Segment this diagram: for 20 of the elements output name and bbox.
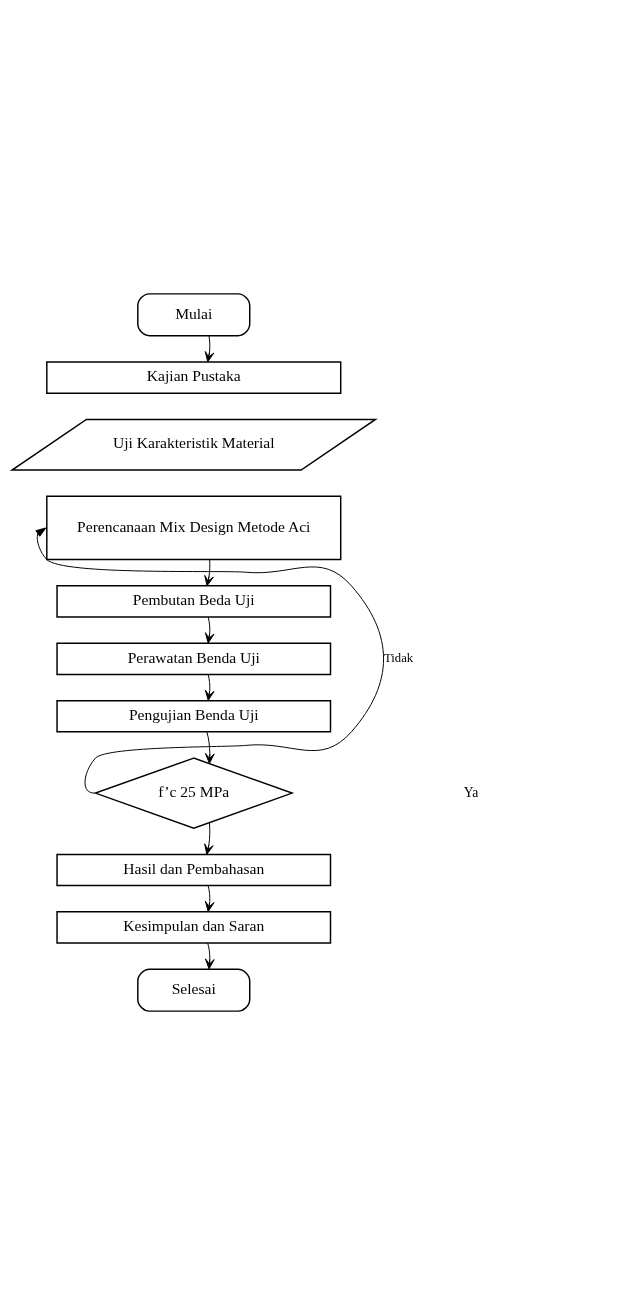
node-diamond: f’c 25 MPa [93, 756, 295, 829]
edge-label: Tidak [384, 650, 414, 665]
node-box: Perencanaan Mix Design Metode Aci [46, 495, 342, 560]
node-box: Hasil dan Pembahasan [56, 853, 332, 886]
arrow [204, 884, 215, 912]
node-box: Selesai [137, 968, 251, 1012]
label: Ya [463, 784, 479, 800]
arrow [204, 731, 215, 764]
node-box: Kesimpulan dan Saran [56, 910, 332, 944]
node-box: Perawatan Benda Uji [56, 642, 332, 675]
node-box: Pembutan Beda Uji [56, 584, 332, 618]
arrow [204, 616, 215, 643]
arrow [204, 942, 215, 969]
arrow [204, 558, 214, 586]
arrow [204, 335, 215, 362]
node-box: Kajian Pustaka [46, 360, 342, 394]
node-box: Mulai [137, 292, 251, 336]
arrow [204, 673, 215, 701]
node-box: Pengujian Benda Uji [56, 699, 332, 733]
arrow [204, 821, 214, 855]
